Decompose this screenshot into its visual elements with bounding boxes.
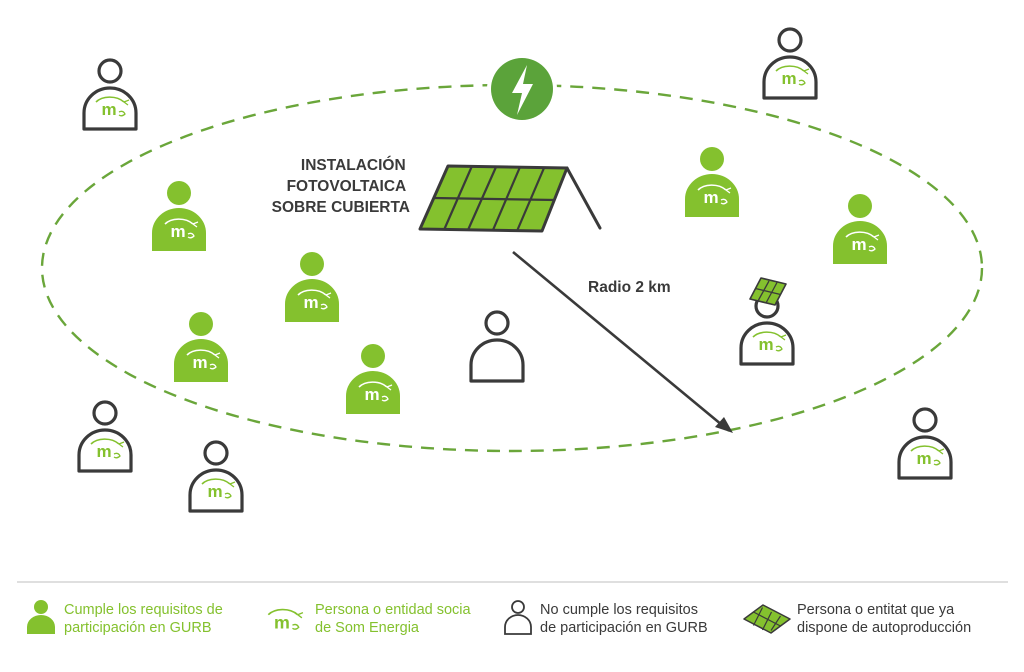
legend-not-eligible-line-1: No cumple los requisitos	[540, 602, 698, 618]
legend-member: Persona o entidad socia de Som Energia	[315, 601, 471, 637]
person-not-eligible-inside	[469, 310, 525, 383]
legend-solar-panel-icon	[743, 604, 791, 634]
legend-eligible-line-2: participación en GURB	[64, 620, 212, 636]
installation-title-line-3: SOBRE CUBIERTA	[272, 199, 410, 216]
person-member-outside-4	[188, 440, 244, 513]
person-member-outside-3	[77, 400, 133, 473]
person-member-outside-2	[762, 27, 818, 100]
legend-person-filled-icon	[27, 600, 55, 634]
legend-not-eligible-line-2: de participación en GURB	[540, 620, 708, 636]
person-member-eligible-1	[152, 181, 206, 251]
installation-title-line-1: INSTALACIÓN	[301, 156, 406, 174]
legend-self-production-line-1: Persona o entitat que ya	[797, 602, 955, 618]
person-member-eligible-3	[174, 312, 228, 382]
person-member-eligible-6	[833, 194, 887, 264]
legend-member-line-2: de Som Energia	[315, 620, 419, 636]
radius-label: Radio 2 km	[588, 279, 671, 296]
person-member-outside-5	[897, 407, 953, 480]
legend-person-outline-icon	[504, 600, 532, 635]
gurb-radius-ellipse	[40, 83, 984, 453]
installation-title: INSTALACIÓN FOTOVOLTAICA SOBRE CUBIERTA	[272, 156, 410, 216]
rooftop-solar-panel-icon	[418, 164, 602, 233]
installation-title-line-2: FOTOVOLTAICA	[287, 178, 406, 195]
lightning-bolt-icon	[487, 54, 557, 124]
person-member-eligible-5	[685, 147, 739, 217]
person-member-self-production	[739, 277, 795, 366]
legend-self-production: Persona o entitat que ya dispone de auto…	[797, 601, 971, 637]
legend-not-eligible: No cumple los requisitos de participació…	[540, 601, 708, 637]
person-member-eligible-2	[285, 252, 339, 322]
person-member-outside-1	[82, 58, 138, 131]
legend-member-line-1: Persona o entidad socia	[315, 602, 471, 618]
small-solar-panel-icon	[749, 277, 787, 306]
legend-som-energia-logo-icon	[267, 608, 304, 634]
person-member-eligible-4	[346, 344, 400, 414]
legend-eligible-line-1: Cumple los requisitos de	[64, 602, 223, 618]
legend-self-production-line-2: dispone de autoproducción	[797, 620, 972, 636]
radius-arrow	[512, 250, 733, 433]
legend-eligible: Cumple los requisitos de participación e…	[64, 601, 223, 637]
